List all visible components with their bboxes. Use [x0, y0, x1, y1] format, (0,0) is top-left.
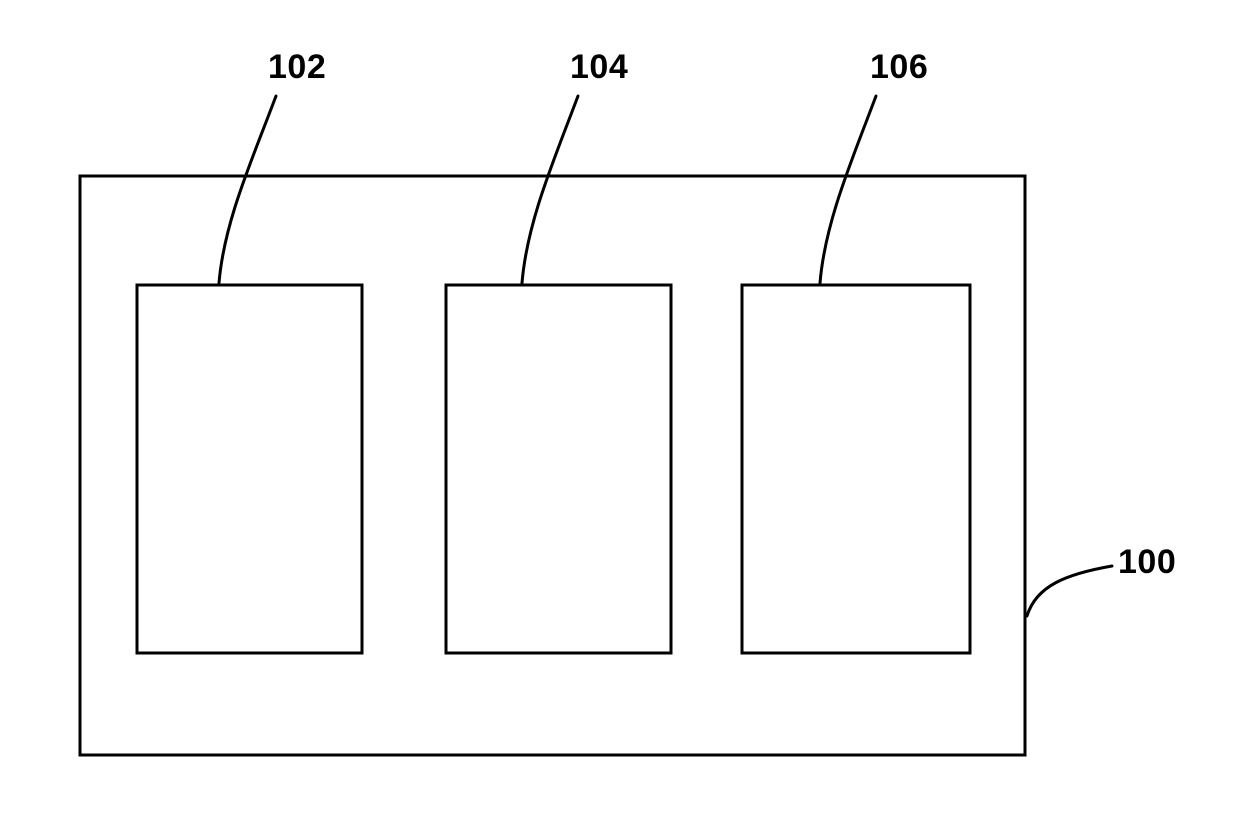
inner-box-104 [444, 283, 673, 655]
inner-box-102 [135, 283, 364, 655]
ref-numeral-100: 100 [1118, 543, 1177, 581]
leader-line-106 [818, 94, 878, 285]
ref-numeral-104: 104 [570, 48, 629, 86]
leader-line-102 [217, 94, 278, 285]
inner-box-106 [740, 283, 972, 655]
leader-line-104 [520, 94, 580, 285]
ref-numeral-106: 106 [870, 48, 929, 86]
leader-line-100 [1025, 564, 1114, 618]
ref-numeral-102: 102 [268, 48, 327, 86]
